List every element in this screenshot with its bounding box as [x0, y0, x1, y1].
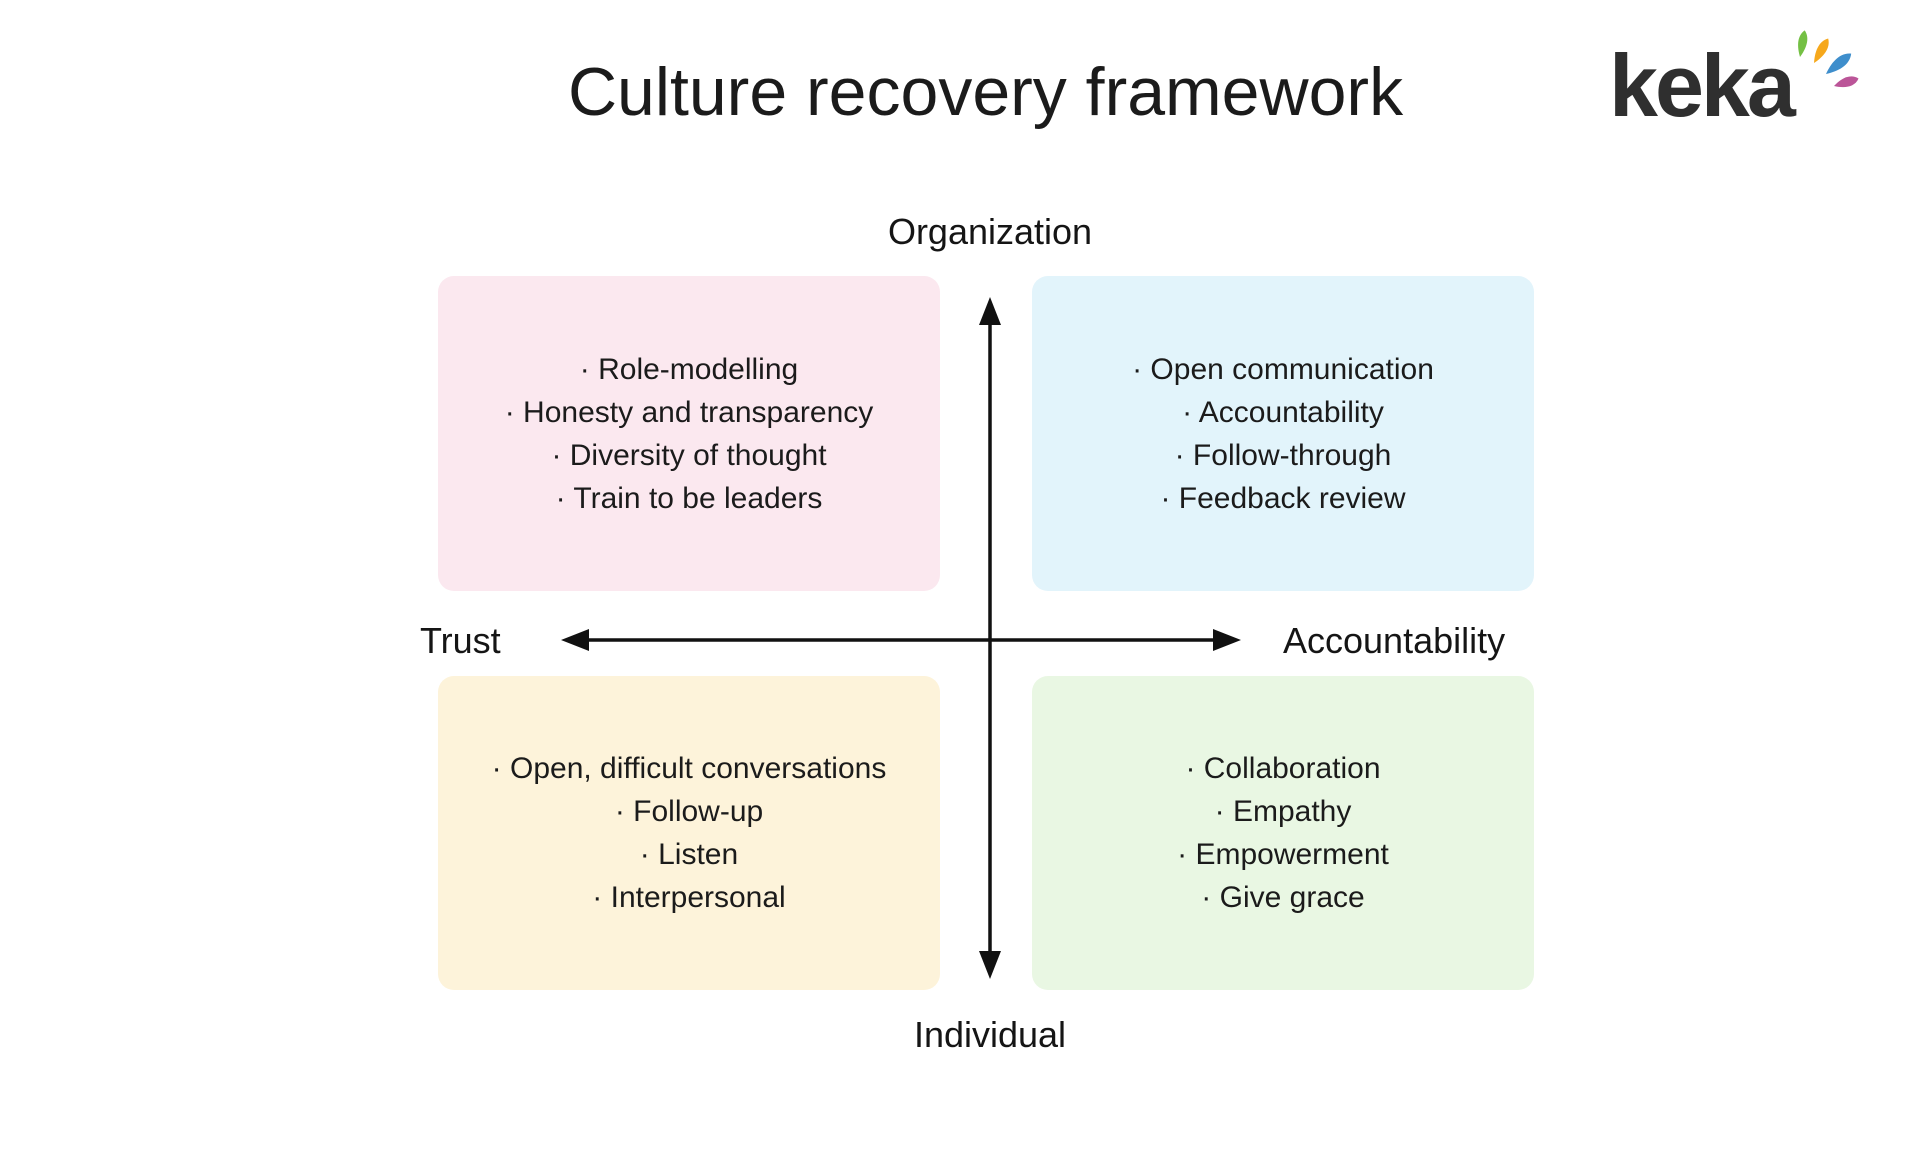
quadrant-item: · Empowerment [1177, 838, 1389, 871]
horizontal-axis-arrow [561, 629, 1241, 651]
keka-logo: keka [1609, 30, 1859, 124]
quadrant-item: · Open, difficult conversations [491, 752, 887, 785]
quadrant-item: · Collaboration [1185, 752, 1381, 785]
quadrant-item: · Feedback review [1160, 481, 1406, 515]
quadrant-item: · Give grace [1201, 881, 1365, 914]
quadrant-item: · Accountability [1182, 395, 1384, 429]
axis-label-organization: Organization [887, 211, 1093, 252]
quadrant-item: · Train to be leaders [555, 481, 823, 515]
vertical-axis-arrow [979, 297, 1001, 979]
axis-label-individual: Individual [913, 1014, 1067, 1055]
keka-wordmark: keka [1609, 36, 1797, 124]
quadrant-item: · Empathy [1214, 795, 1352, 828]
quadrant-item: · Open communication [1132, 352, 1434, 386]
quadrant-item: · Honesty and transparency [504, 395, 874, 429]
axis-label-trust: Trust [420, 620, 501, 661]
quadrant-item: · Follow-up [614, 795, 764, 828]
spark-orange-icon [1814, 38, 1829, 63]
spark-magenta-icon [1834, 76, 1859, 88]
quadrant-item: · Follow-through [1174, 438, 1392, 472]
quadrant-top-right: · Open communication · Accountability · … [1032, 276, 1534, 591]
logo-sparks-icon [1798, 30, 1859, 88]
quadrant-bottom-left: · Open, difficult conversations · Follow… [438, 676, 940, 990]
quadrant-item: · Listen [639, 838, 739, 871]
quadrant-item: · Interpersonal [592, 881, 786, 914]
axis-label-accountability: Accountability [1283, 620, 1506, 661]
quadrant-item: · Diversity of thought [551, 438, 827, 472]
quadrant-top-left: · Role-modelling · Honesty and transpare… [438, 276, 940, 591]
quadrant-item: · Role-modelling [579, 352, 799, 386]
page-title: Culture recovery framework [567, 54, 1404, 130]
quadrant-bottom-right: · Collaboration · Empathy · Empowerment … [1032, 676, 1534, 990]
spark-blue-icon [1826, 53, 1852, 74]
spark-green-icon [1798, 30, 1808, 57]
